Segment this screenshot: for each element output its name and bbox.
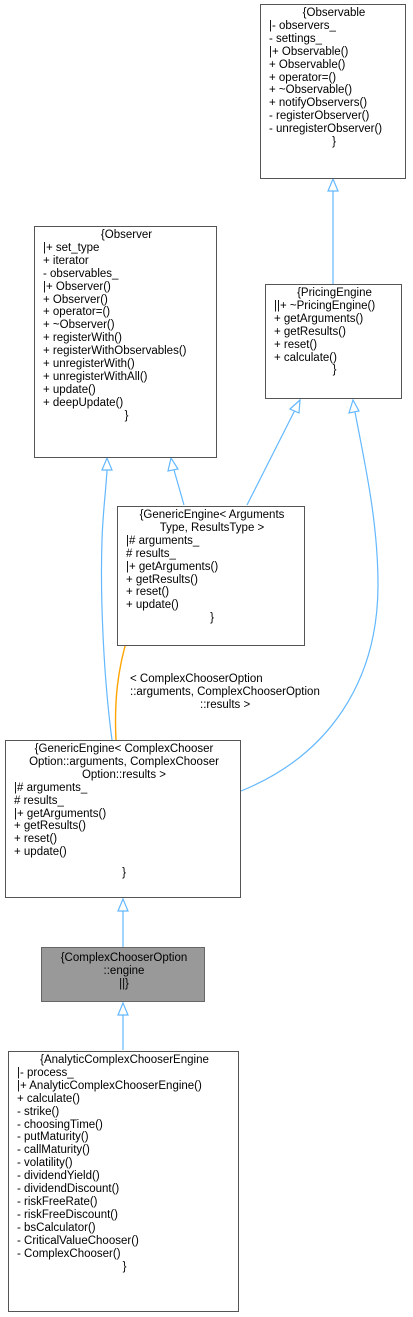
member: |# arguments_: [126, 534, 200, 547]
member: |- observers_: [269, 19, 336, 32]
member: # results_: [14, 794, 64, 807]
arrowhead-pricingengine-left: [288, 398, 301, 414]
member: |+ Observable(): [269, 45, 349, 58]
arrowhead-genericcomplex: [117, 897, 129, 912]
class-node-genericengine-template[interactable]: {GenericEngine< Arguments Type, ResultsT…: [117, 506, 305, 646]
class-close: }: [332, 364, 337, 377]
arrowhead-observer-right: [167, 456, 179, 472]
member: + registerWith(): [43, 332, 122, 345]
class-title: {GenericEngine< Arguments: [139, 509, 285, 521]
member: - callMaturity(): [17, 1144, 90, 1157]
member: + registerWithObservables(): [43, 345, 187, 358]
class-close: }: [124, 409, 129, 422]
member: + operator=(): [43, 306, 111, 319]
class-title: Type, ResultsType >: [159, 521, 265, 534]
member: + getResults(): [274, 325, 346, 338]
edge-genericcomplex-observer: [100, 469, 113, 741]
member: - riskFreeDiscount(): [17, 1208, 118, 1221]
member: + Observable(): [269, 58, 346, 71]
member: - choosingTime(): [17, 1118, 103, 1131]
member: - unregisterObserver(): [269, 123, 383, 136]
edge-template-binding: [114, 635, 129, 741]
member: + iterator: [43, 254, 89, 267]
class-title: {PricingEngine: [297, 287, 372, 299]
member: - dividendYield(): [17, 1170, 100, 1183]
member: + ~Observer(): [43, 319, 115, 332]
member: + getResults(): [14, 820, 86, 833]
class-title: {GenericEngine< ComplexChooser: [34, 743, 214, 755]
member: - volatility(): [17, 1157, 73, 1170]
class-title: Option::arguments, ComplexChooser: [29, 755, 219, 768]
member: + operator=(): [269, 71, 337, 84]
class-node-genericengine-complexchooser[interactable]: {GenericEngine< ComplexChooser Option::a…: [5, 740, 241, 898]
member: + unregisterWithAll(): [43, 370, 148, 383]
member: + calculate(): [274, 351, 337, 364]
member: |# arguments_: [14, 781, 88, 794]
member: - bsCalculator(): [17, 1221, 96, 1234]
edge-genericengine-observer: [173, 469, 185, 506]
member: + getArguments(): [274, 312, 364, 325]
member: |+ getArguments(): [126, 560, 219, 573]
member: |+ AnalyticComplexChooserEngine(): [17, 1079, 202, 1092]
class-close: }: [210, 612, 214, 625]
class-title: {ComplexChooserOption: [60, 952, 188, 964]
member: - dividendDiscount(): [17, 1183, 120, 1196]
member: - observables_: [43, 267, 119, 280]
member: + update(): [126, 599, 179, 612]
member: + deepUpdate(): [43, 396, 124, 409]
member: - strike(): [17, 1105, 60, 1118]
member: |+ getArguments(): [14, 807, 107, 820]
arrowhead-engine: [117, 1001, 129, 1016]
member: + notifyObservers(): [269, 97, 368, 110]
class-node-analyticcomplexchooserengine[interactable]: {AnalyticComplexChooserEngine |- process…: [8, 1051, 239, 1312]
member: |+ Observer(): [43, 280, 111, 293]
class-title: {Observable: [302, 7, 366, 19]
member: + unregisterWith(): [43, 358, 135, 371]
member: + reset(): [14, 833, 58, 846]
member: + update(): [43, 383, 96, 396]
member: + update(): [14, 846, 67, 859]
member: + calculate(): [17, 1092, 80, 1105]
member: # results_: [126, 547, 176, 560]
member: - settings_: [269, 32, 323, 45]
arrowhead-observer-left: [101, 456, 113, 471]
member: + reset(): [126, 586, 170, 599]
member: - CriticalValueChooser(): [17, 1234, 139, 1247]
member: |+ set_type: [43, 241, 100, 254]
member: - ComplexChooser(): [17, 1247, 121, 1260]
member: |- process_: [17, 1066, 74, 1079]
member: + getResults(): [126, 573, 198, 586]
class-close: }: [122, 867, 126, 880]
member: + reset(): [274, 338, 318, 351]
class-title: {AnalyticComplexChooserEngine: [40, 1054, 209, 1066]
member: - putMaturity(): [17, 1131, 89, 1144]
binding-label-line: ::arguments, ComplexChooserOption: [130, 686, 320, 698]
edge-genericcomplex-pricingengine: [240, 411, 379, 792]
member: - riskFreeRate(): [17, 1195, 98, 1208]
binding-label-line: ::results >: [200, 699, 251, 711]
arrowhead-observable: [327, 177, 339, 192]
class-node-pricingengine[interactable]: {PricingEngine ||+ ~PricingEngine() + ge…: [265, 284, 402, 399]
class-node-observer[interactable]: {Observer |+ set_type + iterator - obser…: [34, 226, 217, 458]
class-node-complexchooseroption-engine[interactable]: {ComplexChooserOption ::engine ||}: [41, 947, 205, 1002]
class-close: ||}: [119, 977, 129, 990]
spacer: [14, 859, 234, 867]
class-close: }: [122, 1260, 127, 1273]
template-binding-label: < ComplexChooserOption ::arguments, Comp…: [130, 673, 320, 712]
binding-label-line: < ComplexChooserOption: [130, 673, 263, 685]
class-title: {Observer: [100, 229, 153, 241]
arrowhead-pricingengine-right: [348, 398, 360, 414]
member: - registerObserver(): [269, 110, 370, 123]
class-close: }: [332, 136, 336, 149]
class-title: ::engine: [103, 964, 145, 977]
member: + ~Observable(): [269, 84, 353, 97]
member: ||+ ~PricingEngine(): [274, 299, 376, 312]
class-title: Option::results >: [81, 768, 167, 781]
class-node-observable[interactable]: {Observable |- observers_ - settings_ |+…: [260, 4, 406, 179]
member: + Observer(): [43, 293, 108, 306]
edge-genericengine-pricingengine: [246, 409, 296, 506]
